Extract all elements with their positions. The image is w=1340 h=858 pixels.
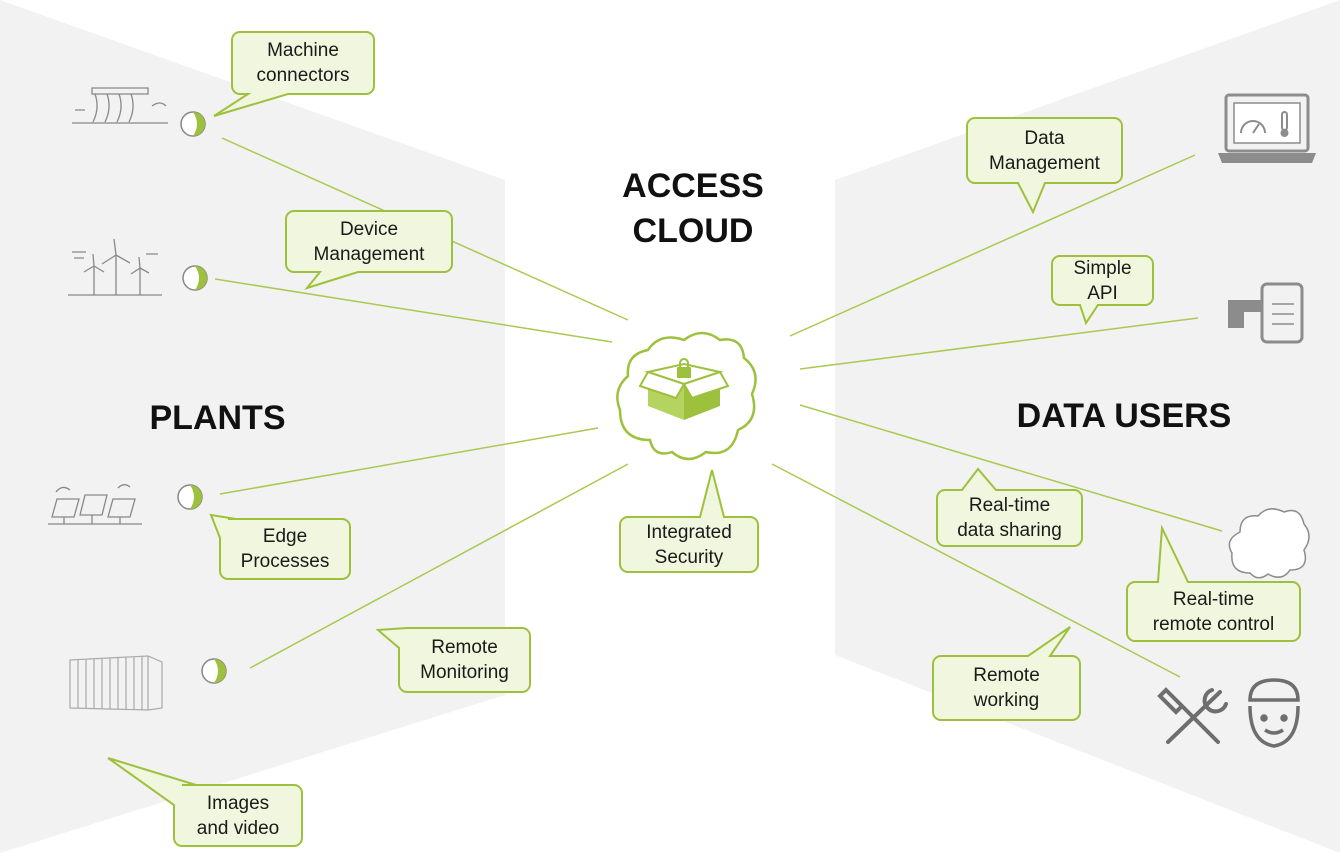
label-line: and video (196, 817, 280, 839)
callout-images-video (107, 757, 303, 847)
line-solar (219, 427, 599, 495)
machine-connectors-label: Machine connectors (232, 34, 374, 92)
callout-machine-connectors (213, 31, 375, 117)
label-line: Machine (267, 40, 339, 61)
access-cloud-heading: ACCESS CLOUD (598, 164, 788, 254)
remote-monitoring-label: Remote Monitoring (399, 630, 530, 690)
label-line: Processes (240, 551, 330, 572)
images-video-label: Images and video (174, 787, 302, 844)
realtime-sharing-label: Real-time data sharing (937, 491, 1082, 545)
wind-turbines-icon (68, 238, 162, 296)
line-container (249, 463, 629, 669)
integrated-security-label: Integrated Security (620, 517, 758, 572)
realtime-control-label: Real-time remote control (1127, 584, 1300, 640)
label-line: Real-time (968, 495, 1051, 516)
label-line: Remote (973, 665, 1040, 686)
heading-line: ACCESS (622, 167, 764, 205)
label-line: data sharing (957, 520, 1062, 541)
solar-panels-icon (48, 484, 142, 525)
cloud-box-lock-icon (616, 331, 757, 461)
label-line: Real-time (1172, 589, 1255, 610)
callout-simple-api (1051, 255, 1154, 326)
technician-icon (1248, 678, 1300, 748)
line-wind (214, 278, 613, 343)
tools-icon (1157, 687, 1228, 744)
device-management-label: Device Management (286, 213, 452, 270)
label-line: remote control (1152, 614, 1275, 635)
callout-remote-working (932, 626, 1081, 721)
label-line: connectors (256, 65, 350, 86)
label-line: Data (1024, 127, 1065, 149)
laptop-dashboard-icon (1218, 93, 1316, 163)
touch-tablet-icon (1228, 282, 1304, 344)
label-line: Remote (431, 637, 498, 658)
device-badge-icon (177, 111, 227, 684)
callout-data-management (966, 117, 1123, 215)
callout-realtime-control (1126, 524, 1301, 642)
line-tablet (799, 317, 1199, 370)
label-line: Monitoring (420, 662, 509, 683)
cloud-icon (1228, 508, 1310, 579)
plants-heading: PLANTS (149, 399, 286, 437)
connection-lines (214, 137, 1223, 678)
label-line: Management (313, 243, 425, 265)
line-laptop (789, 154, 1196, 337)
data-management-label: Data Management (967, 120, 1122, 181)
edge-processes-label: Edge Processes (220, 521, 350, 577)
label-line: API (1087, 282, 1118, 304)
heading-line: CLOUD (632, 212, 754, 250)
remote-working-label: Remote working (933, 658, 1080, 718)
data-users-heading: DATA USERS (1016, 397, 1232, 435)
simple-api-label: Simple API (1052, 256, 1153, 305)
callout-integrated-security (619, 469, 759, 573)
callout-realtime-sharing (936, 467, 1083, 547)
callout-shapes (107, 31, 1301, 847)
label-line: working (973, 690, 1040, 711)
line-worker (771, 463, 1181, 678)
callout-edge-processes (209, 513, 351, 580)
shipping-container-icon (69, 655, 163, 711)
label-line: Edge (262, 526, 308, 547)
label-line: Device (339, 218, 399, 240)
callout-remote-monitoring (375, 627, 531, 693)
label-line: Management (989, 152, 1100, 174)
label-line: Simple (1073, 257, 1132, 279)
hydro-dam-icon (72, 87, 168, 124)
callout-device-management (285, 210, 453, 290)
line-cloud (799, 404, 1223, 532)
label-line: Security (654, 546, 724, 568)
label-line: Images (206, 792, 270, 814)
label-line: Integrated (646, 521, 732, 543)
